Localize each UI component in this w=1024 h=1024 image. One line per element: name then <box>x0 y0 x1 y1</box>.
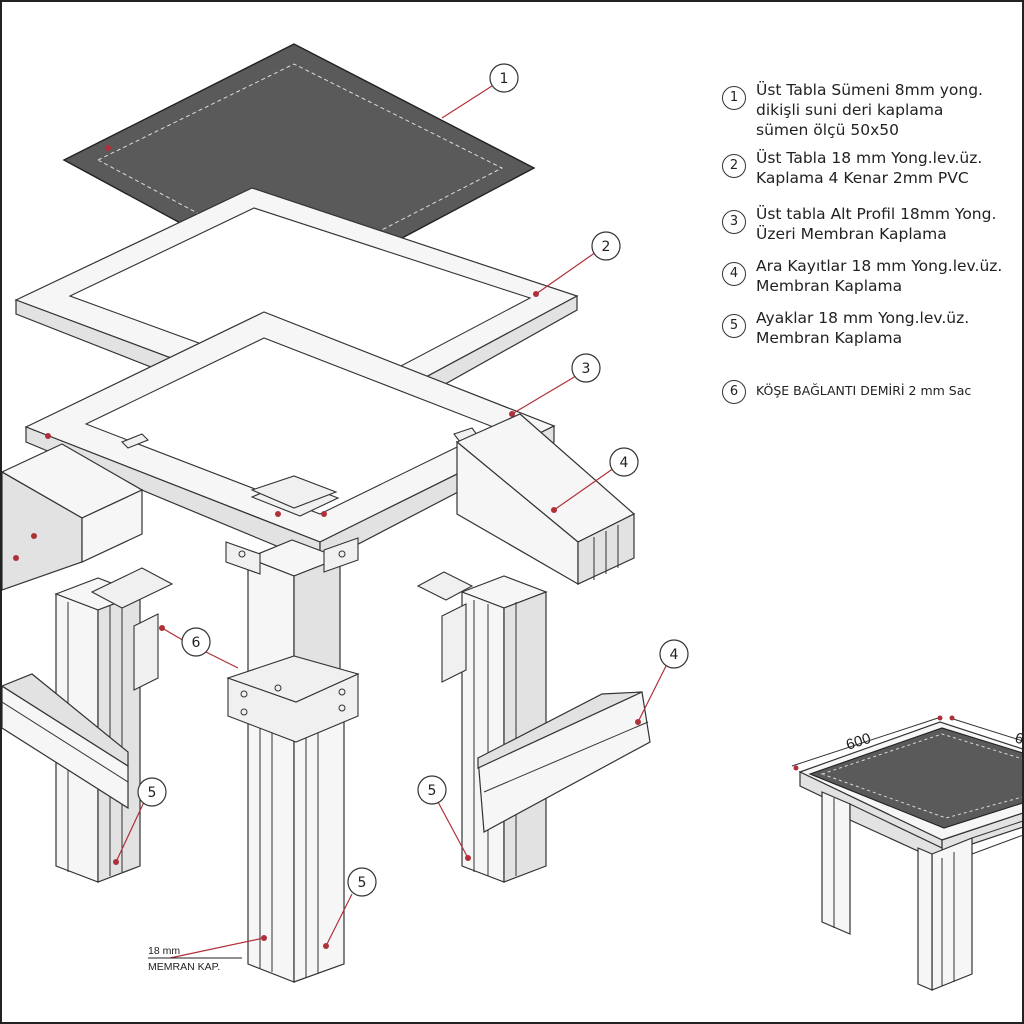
dimension-width: 600 <box>844 730 873 754</box>
legend-text: Ara Kayıtlar 18 mm Yong.lev.üz. <box>756 257 1003 275</box>
legend-item-5: 5 Ayaklar 18 mm Yong.lev.üz. Membran Kap… <box>722 308 1022 348</box>
callout-6: 6 <box>181 627 211 657</box>
callout-label: 5 <box>428 783 437 799</box>
callout-label: 5 <box>148 785 157 801</box>
callout-3: 3 <box>571 353 601 383</box>
legend-item-1: 1 Üst Tabla Sümeni 8mm yong. dikişli sun… <box>722 80 1022 140</box>
legend-text: Üst tabla Alt Profil 18mm Yong. <box>756 205 997 223</box>
legend-item-2: 2 Üst Tabla 18 mm Yong.lev.üz. Kaplama 4… <box>722 148 1022 188</box>
corner-bracket-upper <box>225 475 359 575</box>
callout-1: 1 <box>489 63 519 93</box>
rear-rail-right <box>455 413 636 586</box>
leg-right <box>416 571 651 883</box>
callout-label: 2 <box>602 239 611 255</box>
rear-rail-left <box>2 443 144 591</box>
legend-text: Üst Tabla 18 mm Yong.lev.üz. <box>756 149 983 167</box>
legend-item-3: 3 Üst tabla Alt Profil 18mm Yong. Üzeri … <box>722 204 1022 244</box>
corner-bracket-center <box>226 655 360 743</box>
callout-label: 5 <box>358 875 367 891</box>
legend-text: Membran Kaplama <box>756 277 903 295</box>
note-line-2: MEMRAN KAP. <box>148 961 221 973</box>
legend-item-6: 6 KÖŞE BAĞLANTI DEMİRİ 2 mm Sac <box>722 380 1022 404</box>
callout-label: 4 <box>670 647 679 663</box>
legend-text: Üzeri Membran Kaplama <box>756 225 947 243</box>
legend-number: 4 <box>722 262 746 286</box>
leader-lines <box>115 85 669 959</box>
callout-5c: 5 <box>347 867 377 897</box>
dimension-depth: 600 <box>1013 730 1024 753</box>
assembled-table: 600 600 <box>791 715 1024 991</box>
legend-text: Ayaklar 18 mm Yong.lev.üz. <box>756 309 970 327</box>
callout-5b: 5 <box>417 775 447 805</box>
legend-number: 3 <box>722 210 746 234</box>
legend-text: sümen ölçü 50x50 <box>756 121 899 139</box>
callout-2: 2 <box>591 231 621 261</box>
legend: 1 Üst Tabla Sümeni 8mm yong. dikişli sun… <box>722 80 1022 404</box>
under-frame <box>24 311 556 565</box>
callout-label: 4 <box>620 455 629 471</box>
legend-number: 6 <box>722 380 746 404</box>
callout-4a: 4 <box>609 447 639 477</box>
callout-label: 6 <box>192 635 201 651</box>
legend-text: Membran Kaplama <box>756 329 903 347</box>
legend-number: 5 <box>722 314 746 338</box>
callout-label: 3 <box>582 361 591 377</box>
legend-text: KÖŞE BAĞLANTI DEMİRİ 2 mm Sac <box>756 383 972 398</box>
legend-number: 1 <box>722 86 746 110</box>
callout-4b: 4 <box>659 639 689 669</box>
legend-text: dikişli suni deri kaplama <box>756 101 944 119</box>
legend-number: 2 <box>722 154 746 178</box>
legend-item-4: 4 Ara Kayıtlar 18 mm Yong.lev.üz. Membra… <box>722 256 1022 296</box>
callout-5a: 5 <box>137 777 167 807</box>
legend-text: Üst Tabla Sümeni 8mm yong. <box>756 81 983 99</box>
legend-text: Kaplama 4 Kenar 2mm PVC <box>756 169 969 187</box>
leg-center <box>246 539 345 983</box>
callout-label: 1 <box>500 71 509 87</box>
note-line-1: 18 mm <box>148 945 181 957</box>
leg-left <box>2 567 174 883</box>
